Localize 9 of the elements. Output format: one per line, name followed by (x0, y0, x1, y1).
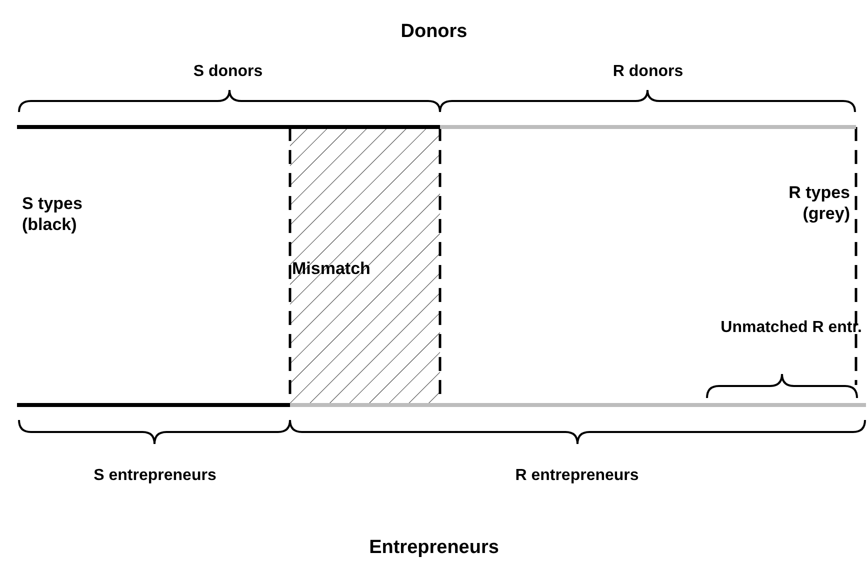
side-label: R types (grey) (788, 182, 850, 224)
brace-label: Unmatched R entr. (720, 318, 862, 338)
heading: Entrepreneurs (368, 536, 500, 559)
heading: Donors (400, 20, 468, 43)
brace-label: S donors (192, 62, 264, 82)
brace-label: R donors (612, 62, 684, 82)
brace-label: S entrepreneurs (92, 466, 218, 486)
side-label: S types (black) (22, 193, 84, 235)
brace-label: R entrepreneurs (514, 466, 640, 486)
